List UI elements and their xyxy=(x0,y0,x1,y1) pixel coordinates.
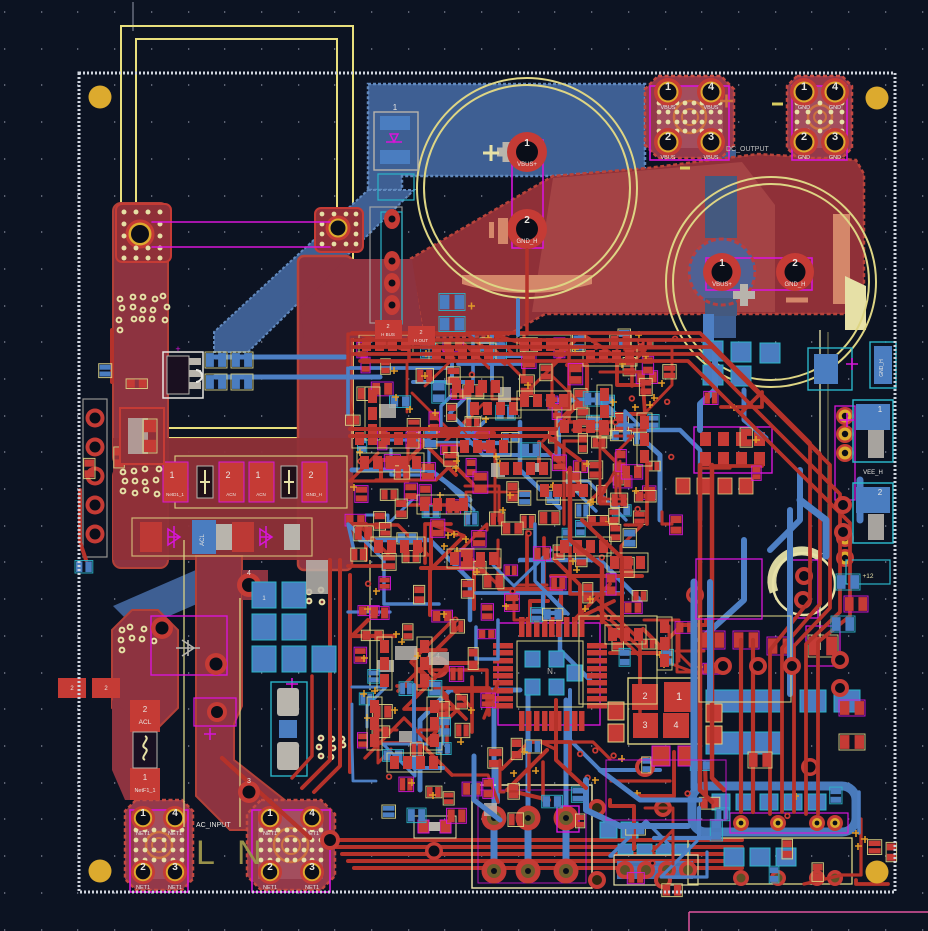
svg-text:GND_H: GND_H xyxy=(306,492,322,497)
svg-text:N: N xyxy=(547,667,553,676)
svg-text:2: 2 xyxy=(143,705,148,714)
svg-text:NET1: NET1 xyxy=(263,831,277,837)
svg-text:GND: GND xyxy=(798,105,810,111)
svg-text:NET1: NET1 xyxy=(136,885,150,891)
svg-text:DC_OUTPUT: DC_OUTPUT xyxy=(726,146,770,153)
svg-text:1: 1 xyxy=(140,808,146,819)
svg-text:1: 1 xyxy=(878,405,883,414)
svg-text:1: 1 xyxy=(676,691,682,703)
svg-text:+12: +12 xyxy=(862,573,873,580)
svg-text:VBUS: VBUS xyxy=(704,155,719,161)
svg-text:VBUS: VBUS xyxy=(661,155,676,161)
svg-text:1: 1 xyxy=(524,138,530,149)
svg-text:4: 4 xyxy=(673,720,678,730)
svg-text:2: 2 xyxy=(792,258,798,269)
svg-text:2: 2 xyxy=(104,686,108,692)
svg-text:H OUT: H OUT xyxy=(414,338,428,343)
svg-text:NET1: NET1 xyxy=(136,831,150,837)
svg-text:H BUS: H BUS xyxy=(381,332,395,337)
svg-text:3: 3 xyxy=(172,862,178,873)
svg-text:1: 1 xyxy=(267,808,273,819)
svg-text:GND: GND xyxy=(829,155,841,161)
svg-text:NET1: NET1 xyxy=(305,831,319,837)
svg-text:GND_H: GND_H xyxy=(516,239,537,245)
svg-text:3: 3 xyxy=(247,778,251,785)
svg-text:1: 1 xyxy=(801,81,807,93)
svg-text:AC_INPUT: AC_INPUT xyxy=(196,822,231,829)
svg-text:1: 1 xyxy=(393,103,398,112)
svg-text:2: 2 xyxy=(642,691,647,701)
svg-text:VEE_H: VEE_H xyxy=(863,470,883,476)
svg-text:VBUS: VBUS xyxy=(704,105,719,111)
svg-text:VBUS: VBUS xyxy=(661,105,676,111)
svg-text:GND: GND xyxy=(798,155,810,161)
svg-text:2: 2 xyxy=(419,330,422,336)
svg-text:1: 1 xyxy=(255,470,260,480)
svg-text:2: 2 xyxy=(665,131,671,143)
svg-text:NET1: NET1 xyxy=(263,885,277,891)
svg-text:3: 3 xyxy=(708,131,714,143)
svg-text:1: 1 xyxy=(143,773,148,782)
svg-text:1: 1 xyxy=(169,470,174,480)
svg-text:+: + xyxy=(175,344,180,354)
svg-text:2: 2 xyxy=(267,862,273,873)
svg-text:ACL: ACL xyxy=(200,534,206,546)
svg-text:N: N xyxy=(237,834,262,872)
svg-text:3: 3 xyxy=(832,131,838,143)
svg-text:2: 2 xyxy=(801,131,807,143)
svg-text:1: 1 xyxy=(262,596,266,602)
svg-text:NET1: NET1 xyxy=(305,885,319,891)
svg-text:4: 4 xyxy=(247,570,251,577)
svg-text:2: 2 xyxy=(308,470,313,480)
svg-text:NetF1_1: NetF1_1 xyxy=(134,788,155,794)
svg-text:NetD1_1: NetD1_1 xyxy=(166,492,184,497)
svg-text:GND_H: GND_H xyxy=(784,282,805,288)
svg-text:4: 4 xyxy=(172,808,178,819)
svg-text:NET1: NET1 xyxy=(168,831,182,837)
svg-text:VBUS+: VBUS+ xyxy=(517,162,537,168)
svg-text:VBUS+: VBUS+ xyxy=(712,282,732,288)
svg-text:2: 2 xyxy=(524,215,530,226)
svg-text:ACN: ACN xyxy=(226,492,236,497)
svg-text:GND_H: GND_H xyxy=(879,359,885,377)
svg-text:ACN: ACN xyxy=(256,492,266,497)
svg-text:4: 4 xyxy=(832,81,839,93)
svg-text:2: 2 xyxy=(140,862,146,873)
svg-text:GND: GND xyxy=(829,105,841,111)
svg-text:4: 4 xyxy=(309,808,315,819)
svg-text:4: 4 xyxy=(708,81,715,93)
svg-text:2: 2 xyxy=(225,470,230,480)
svg-text:3: 3 xyxy=(309,862,315,873)
svg-text:2: 2 xyxy=(878,488,883,497)
svg-text:1: 1 xyxy=(665,81,671,93)
svg-text:3: 3 xyxy=(642,720,647,730)
svg-text:L: L xyxy=(196,834,215,872)
svg-text:2: 2 xyxy=(386,324,389,330)
svg-text:1: 1 xyxy=(719,258,725,269)
svg-text:2: 2 xyxy=(70,686,74,692)
svg-text:NET1: NET1 xyxy=(168,885,182,891)
svg-text:ACL: ACL xyxy=(139,719,152,726)
